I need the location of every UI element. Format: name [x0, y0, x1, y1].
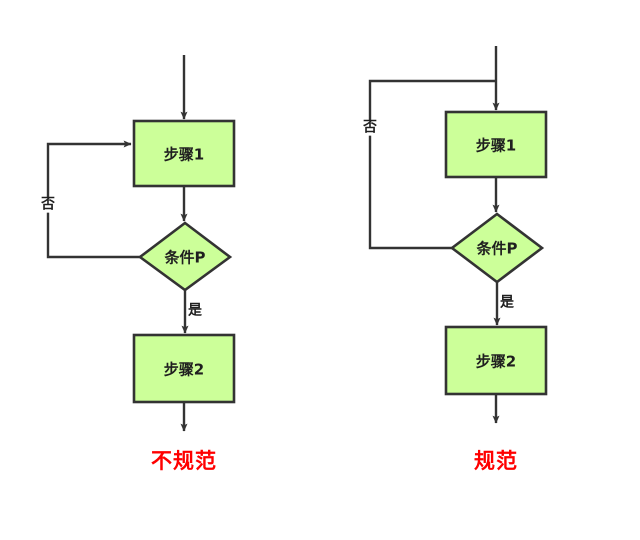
left-step2-box	[132, 333, 236, 404]
right-edge-label-no: 否	[362, 119, 378, 136]
right-condition-diamond	[449, 212, 545, 284]
left-caption: 不规范	[151, 449, 217, 473]
right-edge-label-yes: 是	[499, 294, 515, 311]
left-step1-box	[132, 119, 236, 188]
right-no-loop-path	[368, 79, 496, 250]
left-edge-label-yes: 是	[187, 302, 203, 319]
right-step2-box	[444, 325, 548, 396]
right-step1-box	[444, 110, 548, 179]
right-caption: 规范	[474, 449, 518, 473]
right-diagram-group	[368, 46, 548, 424]
left-no-loop-path	[46, 140, 140, 259]
left-edge-label-no: 否	[40, 196, 56, 213]
left-condition-diamond	[137, 221, 233, 292]
left-diagram-group	[46, 55, 236, 432]
